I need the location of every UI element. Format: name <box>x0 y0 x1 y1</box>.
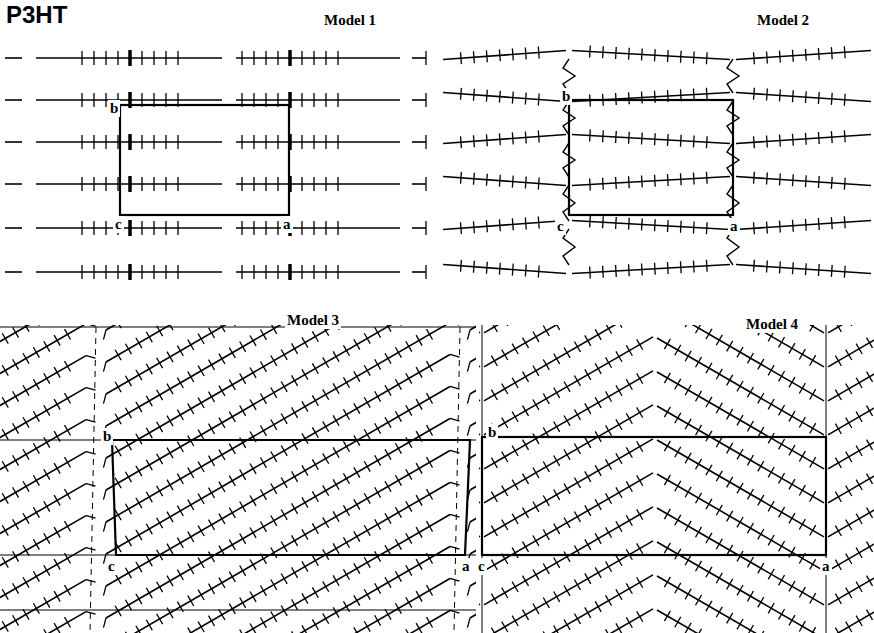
axis-label: a <box>820 558 832 575</box>
axis-label: b <box>101 428 113 445</box>
axis-label: a <box>728 218 740 235</box>
axis-label: b <box>486 424 498 441</box>
model-2-chains <box>443 46 871 279</box>
model-3-chains <box>0 325 476 633</box>
model-label: Model 1 <box>322 12 378 29</box>
axis-label: b <box>108 100 120 117</box>
model-label: Model 2 <box>755 12 811 29</box>
model-4-chains <box>479 325 874 633</box>
cell-guide-lines <box>0 325 826 633</box>
figure-title: P3HT <box>4 2 69 28</box>
model-1-chains <box>5 50 426 280</box>
axis-label: b <box>560 88 572 105</box>
unit-cell <box>482 437 826 555</box>
axis-label: c <box>555 218 566 235</box>
axis-label: c <box>476 558 487 575</box>
unit-cell <box>120 105 289 215</box>
axis-label: a <box>281 216 293 233</box>
axis-label: a <box>460 558 472 575</box>
axis-label: c <box>106 558 117 575</box>
axis-label: c <box>113 216 124 233</box>
unit-cell <box>112 440 470 555</box>
model-label: Model 4 <box>744 316 800 333</box>
model-label: Model 3 <box>285 312 341 329</box>
unit-cell <box>569 100 733 215</box>
